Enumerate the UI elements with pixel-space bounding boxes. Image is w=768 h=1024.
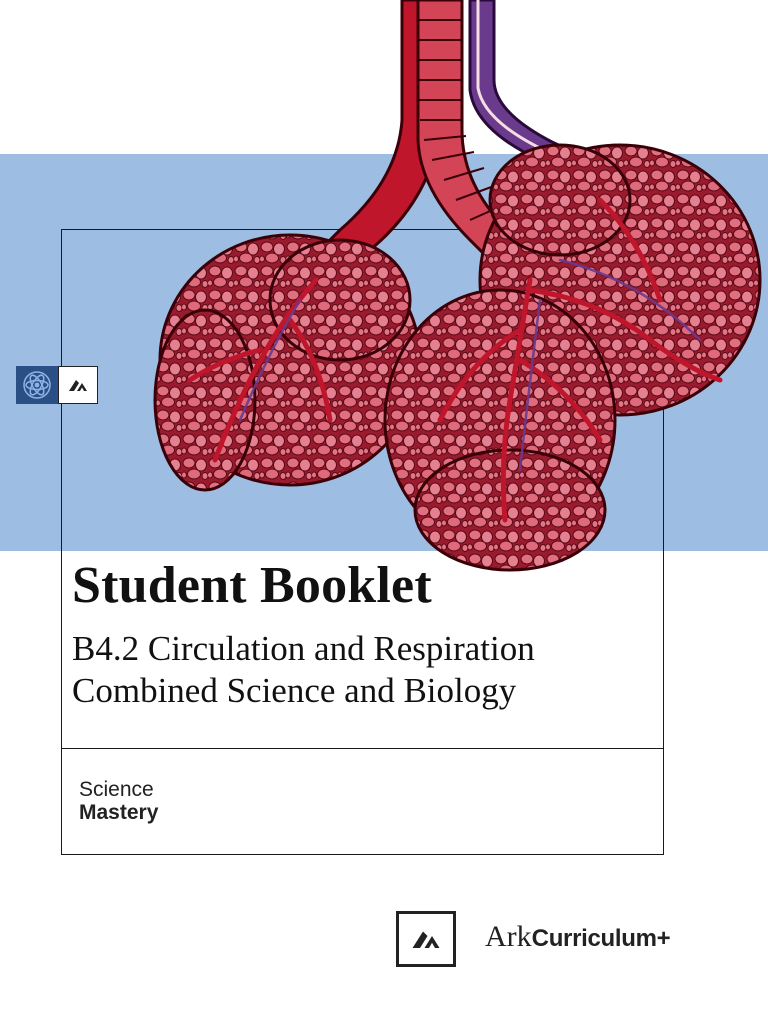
brand-mastery: Mastery	[79, 801, 159, 825]
booklet-title: Student Booklet	[72, 557, 432, 614]
wordmark-ark: Ark	[485, 920, 532, 953]
booklet-unit: B4.2 Circulation and Respiration	[72, 629, 535, 668]
atom-icon	[16, 366, 58, 404]
wordmark-curriculum: Curriculum+	[531, 925, 671, 952]
ark-logo-icon	[58, 366, 98, 404]
alveoli-clusters	[153, 143, 762, 572]
brand-science: Science	[79, 778, 154, 801]
science-mastery-brand: Science Mastery	[79, 778, 158, 824]
ark-footer-logo-icon	[396, 911, 456, 967]
blood-vessels	[187, 197, 723, 523]
title-block: Student Booklet B4.2 Circulation and Res…	[72, 560, 662, 712]
booklet-course: Combined Science and Biology	[72, 671, 517, 710]
lung-alveoli-illustration	[153, 0, 762, 572]
ark-curriculum-wordmark: ArkCurriculum+	[485, 920, 671, 953]
subject-badges	[16, 366, 98, 404]
frame-divider	[61, 748, 664, 749]
